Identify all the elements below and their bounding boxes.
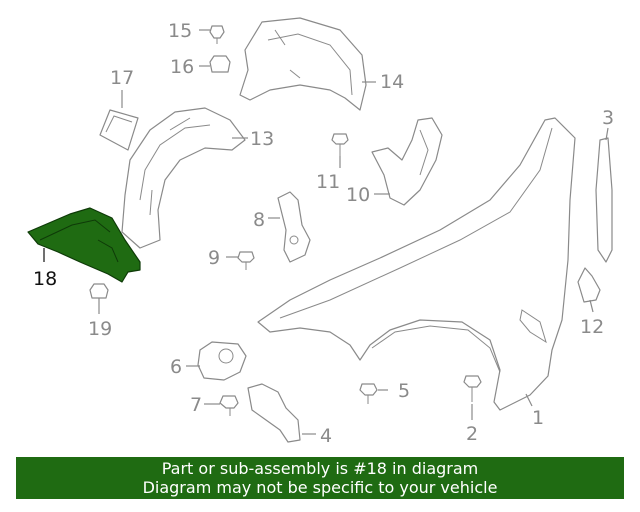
part-15-clip[interactable] xyxy=(209,25,225,44)
callout-16: 16 xyxy=(170,56,194,78)
part-16-clip[interactable] xyxy=(209,55,231,73)
part-12-bracket[interactable] xyxy=(577,267,601,303)
callout-labels: 15 16 17 13 14 11 10 8 9 3 12 18 19 6 7 … xyxy=(33,20,614,447)
callout-15: 15 xyxy=(168,20,192,42)
part-8-bracket[interactable] xyxy=(277,191,311,263)
callout-4: 4 xyxy=(320,425,332,447)
callout-17: 17 xyxy=(110,67,134,89)
part-2-bolt[interactable] xyxy=(463,375,482,402)
part-1-fender[interactable] xyxy=(257,117,576,411)
callout-2: 2 xyxy=(466,423,478,445)
callout-8: 8 xyxy=(253,209,265,231)
part-3-strip[interactable] xyxy=(595,137,613,263)
info-banner: Part or sub-assembly is #18 in diagram D… xyxy=(16,457,624,499)
leader-lines xyxy=(43,29,609,435)
callout-13: 13 xyxy=(250,128,274,150)
callout-5: 5 xyxy=(398,380,410,402)
callout-18: 18 xyxy=(33,268,57,290)
callout-11: 11 xyxy=(316,171,340,193)
banner-line-1: Part or sub-assembly is #18 in diagram xyxy=(161,459,479,478)
part-13-wheel-arch-liner[interactable] xyxy=(121,107,246,249)
callout-1: 1 xyxy=(532,407,544,429)
callout-10: 10 xyxy=(346,184,370,206)
part-11-bolt[interactable] xyxy=(331,133,349,156)
callout-19: 19 xyxy=(88,318,112,340)
part-7-bolt[interactable] xyxy=(219,395,239,416)
callout-12: 12 xyxy=(580,316,604,338)
part-10-bracket[interactable] xyxy=(371,117,443,206)
part-14-wheel-liner[interactable] xyxy=(239,17,367,111)
part-18-splash-shield[interactable] xyxy=(27,207,141,283)
part-5-bolt[interactable] xyxy=(359,383,378,404)
part-4-bracket[interactable] xyxy=(247,383,301,443)
callout-6: 6 xyxy=(170,356,182,378)
part-17-pad[interactable] xyxy=(99,109,139,151)
part-6-bracket[interactable] xyxy=(197,341,247,381)
part-19-grommet[interactable] xyxy=(89,283,109,299)
callout-14: 14 xyxy=(380,71,404,93)
banner-line-2: Diagram may not be specific to your vehi… xyxy=(142,478,498,497)
callout-9: 9 xyxy=(208,247,220,269)
callout-3: 3 xyxy=(602,107,614,129)
part-9-bolt[interactable] xyxy=(237,251,255,270)
callout-7: 7 xyxy=(190,394,202,416)
